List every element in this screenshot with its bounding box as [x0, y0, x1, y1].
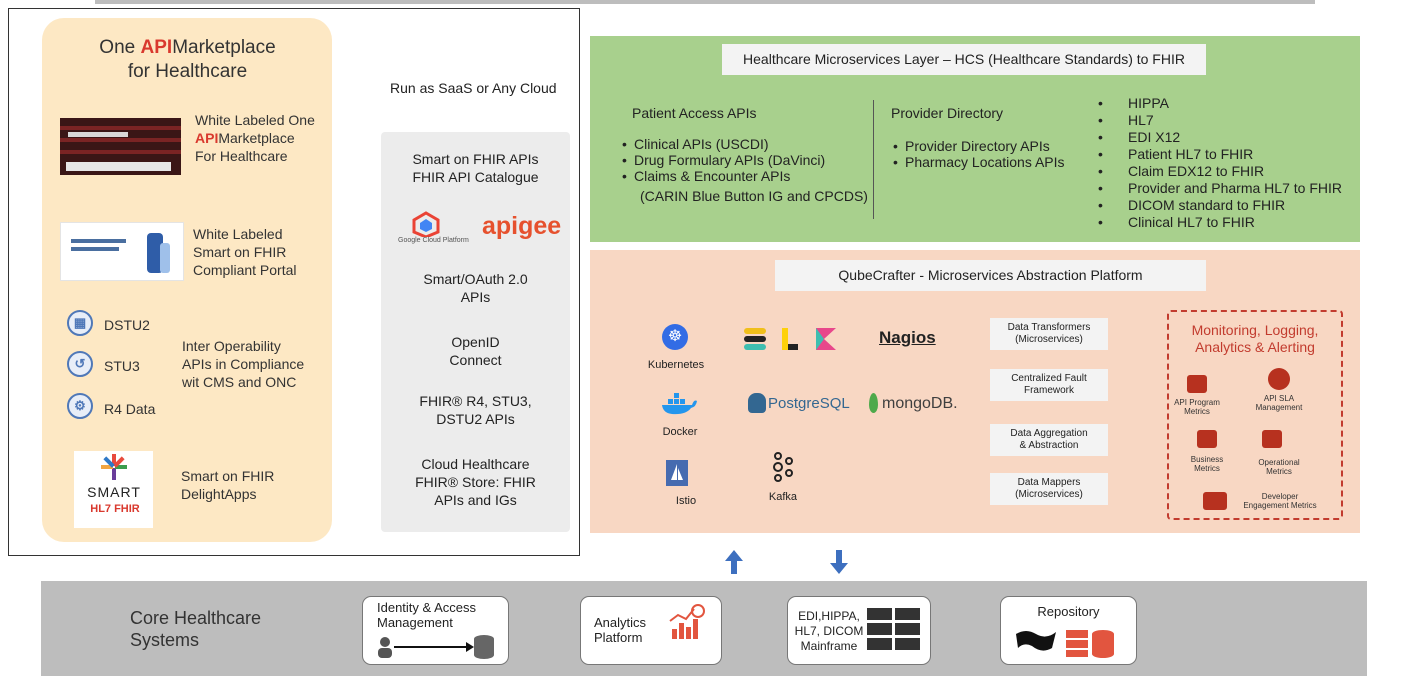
mainframe-servers-icon	[867, 608, 921, 650]
repository-label: Repository	[1037, 604, 1100, 619]
identity-flow-icon	[376, 633, 498, 661]
repository-storage-icon	[1014, 626, 1124, 658]
list-item: Provider Directory APIs	[893, 138, 1065, 154]
marketplace-item-text: White Labeled One APIMarketplace For Hea…	[195, 112, 315, 164]
postgresql-label: PostgreSQL	[768, 395, 850, 412]
data-transformers-box: Data Transformers(Microservices)	[990, 318, 1108, 350]
portal-screenshot-thumbnail	[60, 222, 184, 281]
core-systems-label: Core Healthcare Systems	[130, 608, 262, 650]
mongodb-leaf-icon	[869, 393, 878, 413]
openid-text: OpenID Connect	[449, 334, 502, 368]
kafka-label: Kafka	[768, 491, 798, 503]
cloud-healthcare-text: Cloud Healthcare FHIR® Store: FHIR APIs …	[415, 456, 536, 508]
list-item: HIPPA	[1098, 95, 1342, 112]
smart-hl7-fhir-logo	[74, 451, 153, 528]
elk-stack-icon	[744, 326, 840, 352]
microservices-layer-title: Healthcare Microservices Layer – HCS (He…	[722, 44, 1206, 75]
portal-item-text: White Labeled Smart on FHIR Compliant Po…	[193, 226, 297, 278]
green-divider	[873, 100, 874, 219]
istio-icon	[666, 460, 688, 486]
left-panel	[8, 8, 580, 556]
qubecrafter-title: QubeCrafter - Microservices Abstraction …	[775, 260, 1206, 291]
mongodb-label: mongoDB.	[882, 395, 958, 412]
qubecrafter-panel	[590, 250, 1360, 533]
operational-metrics-icon	[1262, 430, 1282, 448]
arrow-up-icon	[725, 550, 743, 574]
data-aggregation-box: Data Aggregation& Abstraction	[990, 424, 1108, 456]
docker-label: Docker	[662, 426, 698, 438]
postgresql-icon	[748, 393, 766, 413]
r4-data-icon: ⚙	[67, 393, 93, 419]
edi-mainframe-text: EDI,HIPPA, HL7, DICOM Mainframe	[794, 609, 864, 653]
marketplace-title-accent: API	[140, 37, 173, 58]
stu3-label: STU3	[104, 358, 140, 374]
standards-list: HIPPA HL7 EDI X12 Patient HL7 to FHIR Cl…	[1098, 95, 1342, 231]
fhir-r4-text: FHIR® R4, STU3, DSTU2 APIs	[419, 393, 532, 427]
google-cloud-icon	[404, 211, 448, 239]
smart-star-icon	[101, 454, 127, 480]
fhir-catalogue-text: Smart on FHIR APIs FHIR API Catalogue	[412, 151, 539, 185]
run-saas-label: Run as SaaS or Any Cloud	[390, 80, 557, 96]
developer-engagement-icon	[1203, 492, 1227, 510]
smart-logo-word: SMART	[87, 484, 141, 500]
nagios-logo: Nagios	[879, 328, 936, 347]
kubernetes-icon: ☸	[662, 324, 688, 350]
list-item: HL7	[1098, 112, 1342, 129]
stu3-icon: ↺	[67, 351, 93, 377]
kubernetes-label: Kubernetes	[647, 359, 705, 371]
analytics-platform-box	[580, 596, 722, 665]
list-item: Clinical APIs (USCDI)	[622, 136, 825, 152]
list-item: Provider and Pharma HL7 to FHIR	[1098, 180, 1342, 197]
arrow-down-icon	[830, 550, 848, 574]
monitoring-title: Monitoring, Logging, Analytics & Alertin…	[1191, 322, 1319, 355]
top-divider	[95, 0, 1315, 4]
patient-access-heading: Patient Access APIs	[632, 105, 757, 121]
oauth-text: Smart/OAuth 2.0 APIs	[423, 271, 528, 305]
hl7-fhir-logo-text: HL7 FHIR	[90, 503, 140, 515]
marketplace-screenshot-thumbnail	[60, 118, 181, 175]
list-item: Pharmacy Locations APIs	[893, 154, 1065, 170]
gcp-label: Google Cloud Platform	[398, 237, 469, 244]
dstu2-label: DSTU2	[104, 317, 150, 333]
kafka-icon	[770, 452, 794, 482]
analytics-chart-icon	[668, 603, 708, 641]
analytics-platform-text: Analytics Platform	[594, 615, 647, 645]
patient-access-subtext: (CARIN Blue Button IG and CPCDS)	[640, 188, 868, 204]
list-item: Claims & Encounter APIs	[622, 168, 825, 184]
list-item: Clinical HL7 to FHIR	[1098, 214, 1342, 231]
istio-label: Istio	[675, 495, 697, 507]
api-program-metrics-icon	[1187, 375, 1207, 393]
provider-directory-heading: Provider Directory	[891, 105, 1004, 121]
apigee-logo: apigee	[482, 212, 562, 240]
fhir-api-panel	[381, 132, 570, 532]
list-item: EDI X12	[1098, 129, 1342, 146]
monitoring-panel	[1167, 310, 1343, 520]
list-item: Patient HL7 to FHIR	[1098, 146, 1342, 163]
provider-directory-list: Provider Directory APIs Pharmacy Locatio…	[893, 138, 1065, 170]
list-item: Drug Formulary APIs (DaVinci)	[622, 152, 825, 168]
dstu2-icon: ▦	[67, 310, 93, 336]
identity-access-text: Identity & Access Management	[377, 600, 476, 630]
marketplace-title: One APIMarketplace for Healthcare	[99, 37, 276, 82]
list-item: DICOM standard to FHIR	[1098, 197, 1342, 214]
interop-text: Inter Operability APIs in Compliance wit…	[182, 338, 305, 390]
business-metrics-icon	[1197, 430, 1217, 448]
r4-label: R4 Data	[104, 401, 156, 417]
data-mappers-box: Data Mappers(Microservices)	[990, 473, 1108, 505]
api-sla-gauge-icon	[1268, 368, 1290, 390]
patient-access-list: Clinical APIs (USCDI) Drug Formulary API…	[622, 136, 825, 184]
delightapps-text: Smart on FHIR DelightApps	[181, 468, 275, 502]
list-item: Claim EDX12 to FHIR	[1098, 163, 1342, 180]
docker-icon	[660, 393, 698, 415]
